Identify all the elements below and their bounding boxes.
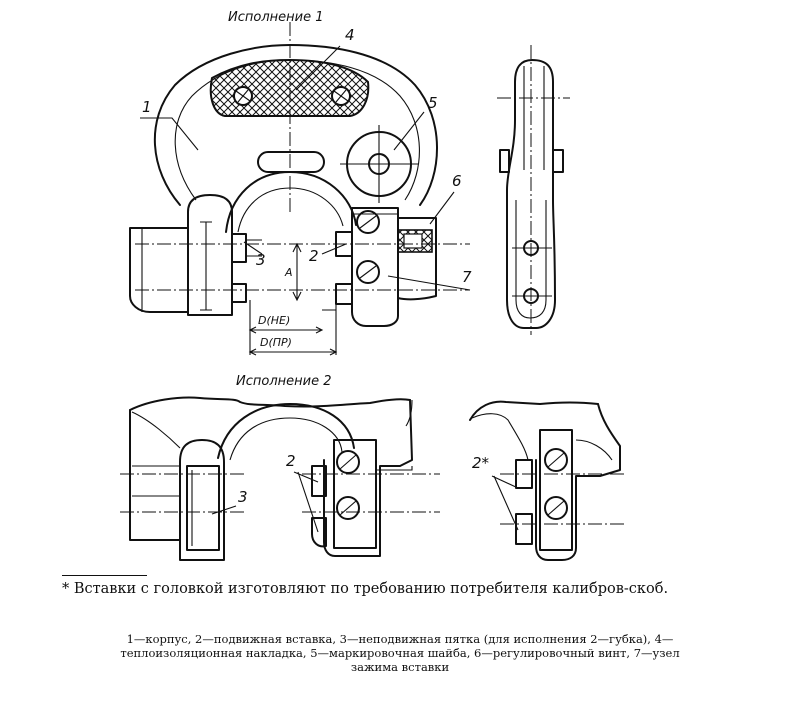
footnote: * Вставки с головкой изготовляют по треб… [62,581,669,597]
label-2-variant2: 2 [286,452,296,470]
label-3: 3 [256,251,266,269]
footnote-rule [62,575,147,576]
label-1: 1 [142,98,152,116]
variant1-title: Исполнение 1 [228,10,323,25]
label-4: 4 [345,26,355,44]
label-7: 7 [462,268,472,286]
variant2-partial-view: 2* [469,400,625,561]
label-2: 2 [309,247,319,265]
label-6: 6 [452,172,462,190]
label-3-variant2: 3 [238,488,248,506]
figure-caption: 1—корпус, 2—подвижная вставка, 3—неподви… [120,632,680,674]
label-5: 5 [428,94,438,112]
dimension-d-ne: D(НЕ) [258,314,290,327]
variant2-front-view: Исполнение 2 3 2 [120,374,440,561]
variant1-front-view: Исполнение 1 [129,10,472,356]
variant1-side-view [497,45,570,335]
dimension-d-pr: D(ПР) [260,336,292,349]
label-2-star: 2* [472,454,490,472]
variant2-title: Исполнение 2 [236,374,331,389]
technical-drawing: Исполнение 1 [120,10,625,561]
dimension-a: A [284,266,293,279]
